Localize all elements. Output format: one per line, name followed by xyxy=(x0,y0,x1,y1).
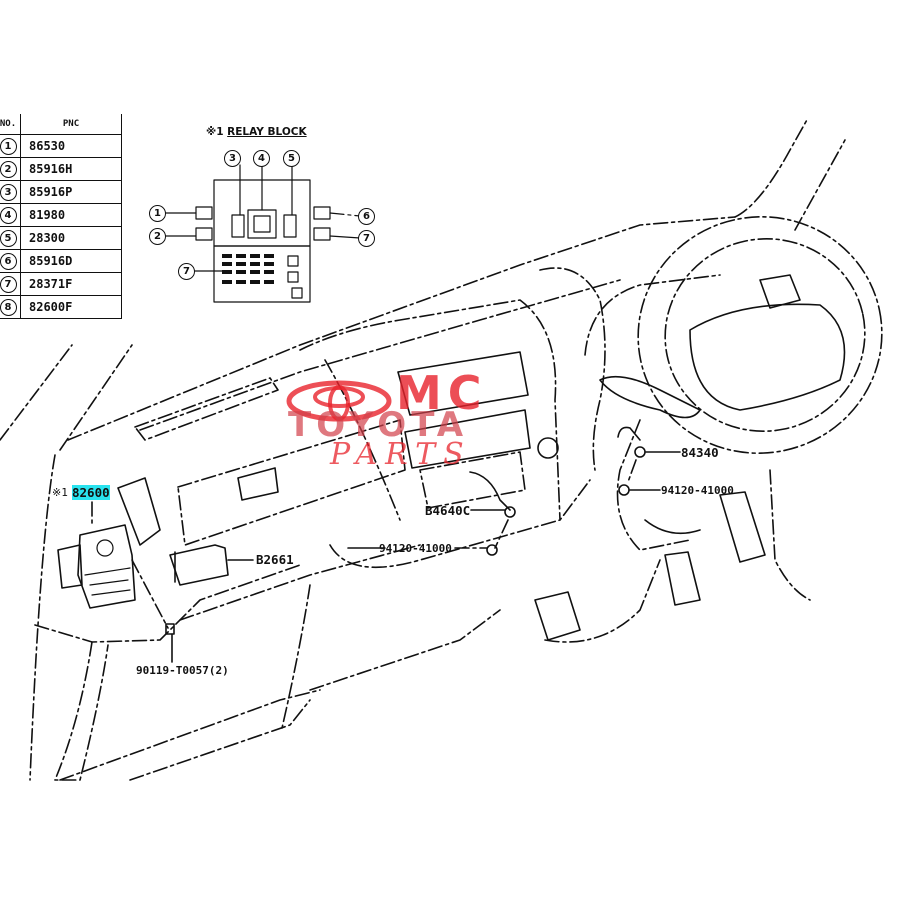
glove-box-handle xyxy=(237,467,279,501)
center-stack xyxy=(299,299,561,521)
nut-right-label[interactable]: 94120-41000 xyxy=(661,484,734,497)
center-stack-inner xyxy=(324,359,401,521)
sensor-right-label[interactable]: 84340 xyxy=(681,445,719,460)
callout-3[interactable]: 3 xyxy=(224,150,241,167)
right-sensor-part xyxy=(617,426,681,496)
row-number: 8 xyxy=(0,298,17,316)
side-panel xyxy=(117,477,161,546)
relay-block-title-text: RELAY BLOCK xyxy=(227,126,307,138)
knob xyxy=(537,437,559,459)
screw-label[interactable]: 90119-T0057(2) xyxy=(136,664,229,677)
sensor-center-label[interactable]: B4640C xyxy=(425,503,471,518)
column-shroud xyxy=(644,519,701,535)
lower-dash-line-2 xyxy=(179,544,421,621)
row-number: 4 xyxy=(0,206,17,224)
a-pillar-left-outer xyxy=(0,344,73,441)
pnc-value[interactable]: 81980 xyxy=(20,203,122,227)
steering-hub xyxy=(689,303,846,411)
center-console-edge xyxy=(281,584,311,729)
callout-2[interactable]: 2 xyxy=(149,228,166,245)
pnc-value[interactable]: 85916D xyxy=(20,249,122,273)
a-pillar-left-inner xyxy=(59,344,133,451)
screw-part xyxy=(165,623,175,663)
ac-panel xyxy=(419,451,526,509)
center-sensor-part xyxy=(347,471,516,556)
header-no: NO. xyxy=(0,114,21,135)
relay-block-mark: ※1 xyxy=(206,126,224,138)
floor-line-2 xyxy=(129,699,311,781)
relay-block-title: ※1 RELAY BLOCK xyxy=(206,126,307,138)
row-number: 7 xyxy=(0,275,17,293)
row-number: 6 xyxy=(0,252,17,270)
callout-7-left[interactable]: 7 xyxy=(178,263,195,280)
relay-block-mark-label: ※1 xyxy=(52,486,68,499)
callout-1[interactable]: 1 xyxy=(149,205,166,222)
row-number: 2 xyxy=(0,160,17,178)
pnc-value[interactable]: 85916H xyxy=(20,157,122,181)
steering-column xyxy=(616,419,691,551)
pnc-value[interactable]: 86530 xyxy=(20,134,122,158)
pedal-accel xyxy=(664,551,701,606)
floor-right xyxy=(309,609,501,691)
callout-4[interactable]: 4 xyxy=(253,150,270,167)
steering-spoke-right xyxy=(759,274,801,309)
row-number: 3 xyxy=(0,183,17,201)
relay-block-pnc-label[interactable]: 82600 xyxy=(72,485,110,500)
right-floor xyxy=(769,469,811,601)
pnc-value[interactable]: 85916P xyxy=(20,180,122,204)
steering-wheel-outer xyxy=(637,216,883,454)
module-label[interactable]: B2661 xyxy=(256,552,294,567)
steering-wheel-inner xyxy=(664,238,866,432)
callout-7-right[interactable]: 7 xyxy=(358,230,375,247)
pnc-value[interactable]: 28300 xyxy=(20,226,122,250)
upper-vent xyxy=(134,377,279,441)
pedal-right xyxy=(719,491,766,563)
pedal-line xyxy=(544,559,661,643)
console-curve xyxy=(329,479,591,569)
cluster-outer xyxy=(584,274,721,356)
cluster-hood xyxy=(539,267,606,471)
pnc-value[interactable]: 28371F xyxy=(20,272,122,296)
radio-lower xyxy=(404,409,531,469)
dashboard-top-inner xyxy=(139,279,621,431)
dashboard-top-edge xyxy=(67,216,736,441)
b2661-module xyxy=(169,544,254,586)
row-number: 1 xyxy=(0,137,17,155)
radio-upper xyxy=(397,351,529,416)
callout-5[interactable]: 5 xyxy=(283,150,300,167)
a-pillar-right-inner xyxy=(794,139,846,231)
lower-dash-line xyxy=(34,564,301,643)
pnc-value[interactable]: 82600F xyxy=(20,295,122,319)
floor-line xyxy=(59,689,321,781)
pnc-table-header: NO. PNC xyxy=(0,114,122,135)
callout-6[interactable]: 6 xyxy=(358,208,375,225)
a-pillar-right xyxy=(734,117,809,218)
left-door-edge xyxy=(29,454,56,781)
row-number: 5 xyxy=(0,229,17,247)
relay-block-inset xyxy=(164,164,361,303)
header-pnc: PNC xyxy=(20,114,122,135)
steering-spoke-left xyxy=(599,375,701,419)
pedal-brake xyxy=(534,591,581,641)
kick-panel xyxy=(54,641,109,781)
relay-block-drawing xyxy=(57,501,169,629)
glove-box xyxy=(177,419,406,546)
nut-center-label[interactable]: 94120-41000 xyxy=(379,542,452,555)
